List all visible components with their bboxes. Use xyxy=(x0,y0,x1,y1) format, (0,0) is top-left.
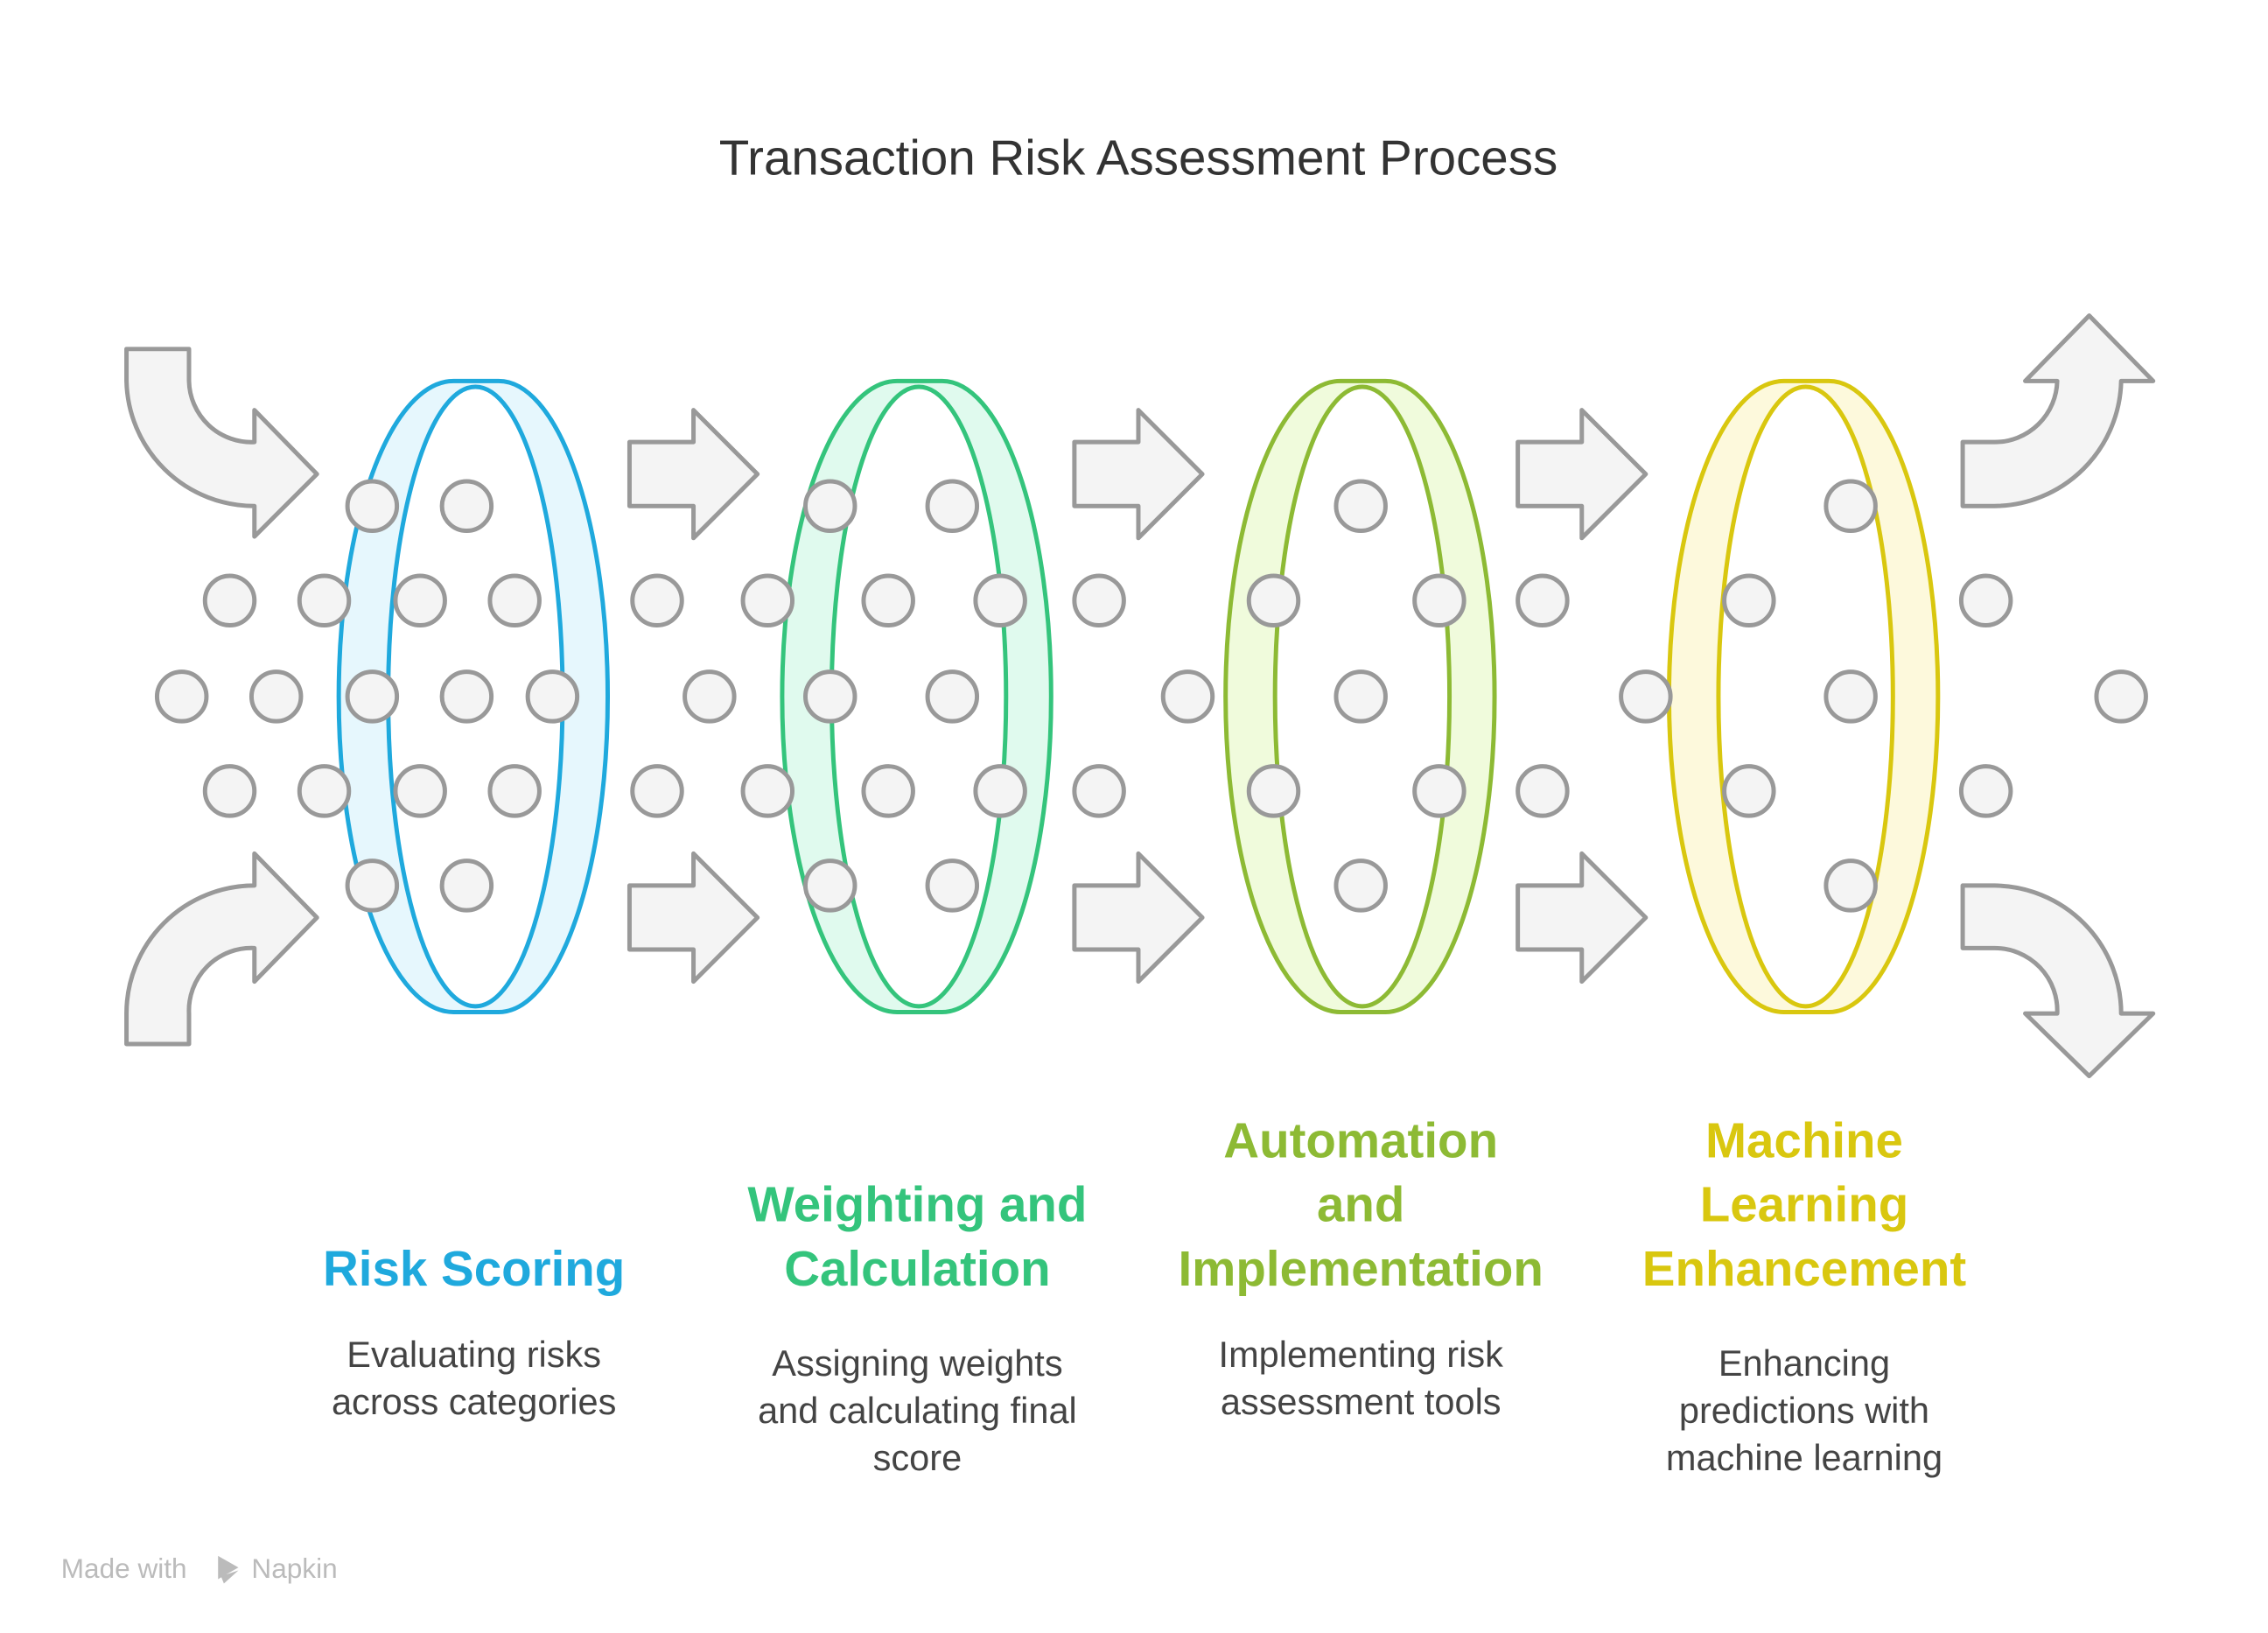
stage-description: across categories xyxy=(332,1381,616,1422)
straight-arrow xyxy=(626,408,760,541)
data-point-dot xyxy=(1072,573,1126,628)
data-point-dot xyxy=(1722,573,1776,628)
data-point-dot xyxy=(2094,669,2148,724)
stage-description: Assigning weights xyxy=(772,1342,1062,1384)
data-point-dot xyxy=(1246,764,1301,818)
straight-arrow xyxy=(1072,851,1205,985)
straight-arrow xyxy=(1516,851,1648,985)
data-point-dot xyxy=(393,573,447,628)
data-point-dot xyxy=(154,669,209,724)
data-point-dot xyxy=(1516,573,1570,628)
data-point-dot xyxy=(1722,764,1776,818)
data-point-dot xyxy=(1334,479,1388,534)
stage-heading: Learning xyxy=(1700,1177,1909,1232)
data-point-dot xyxy=(487,573,542,628)
data-point-dot xyxy=(1334,859,1388,913)
data-point-dot xyxy=(630,573,684,628)
data-point-dot xyxy=(1412,764,1466,818)
data-point-dot xyxy=(861,764,915,818)
straight-arrow xyxy=(1516,408,1648,541)
data-point-dot xyxy=(973,764,1027,818)
data-point-dot xyxy=(1516,764,1570,818)
stage-description: score xyxy=(873,1437,962,1478)
stage-heading: Calculation xyxy=(784,1241,1050,1296)
data-point-dot xyxy=(345,859,400,913)
data-point-dot xyxy=(345,669,400,724)
stage-heading: Weighting and xyxy=(747,1177,1087,1232)
data-point-dot xyxy=(740,573,795,628)
stage-heading: Enhancement xyxy=(1642,1241,1967,1296)
stage-heading: Automation xyxy=(1223,1113,1498,1168)
data-point-dot xyxy=(439,479,494,534)
napkin-logo-icon xyxy=(218,1555,239,1584)
stage-heading: and xyxy=(1317,1177,1404,1232)
curved-exit-arrow-bottom xyxy=(1960,883,2156,1079)
data-point-dot xyxy=(439,859,494,913)
data-point-dot xyxy=(803,479,858,534)
data-point-dot xyxy=(1619,669,1673,724)
data-point-dot xyxy=(803,669,858,724)
stage-description: predictions with xyxy=(1679,1390,1929,1431)
stage-description: machine learning xyxy=(1666,1437,1942,1478)
stage-description: Evaluating risks xyxy=(346,1334,601,1375)
data-point-dot xyxy=(297,573,352,628)
stage-description: Enhancing xyxy=(1718,1342,1890,1384)
data-point-dot xyxy=(202,573,257,628)
stage-ring xyxy=(1666,378,1941,1014)
data-point-dot xyxy=(393,764,447,818)
data-point-dot xyxy=(1824,669,1878,724)
data-point-dot xyxy=(1824,859,1878,913)
data-point-dot xyxy=(630,764,684,818)
stage-heading: Risk Scoring xyxy=(323,1241,625,1296)
data-point-dot xyxy=(925,859,980,913)
data-point-dot xyxy=(740,764,795,818)
stage-heading: Implementation xyxy=(1178,1241,1543,1296)
stage-description: and calculating final xyxy=(758,1390,1077,1431)
data-point-dot xyxy=(1958,764,2013,818)
data-point-dot xyxy=(297,764,352,818)
stage-label: Automation andImplementationImplementing … xyxy=(1178,1113,1543,1422)
napkin-watermark: Made with Napkin xyxy=(61,1552,338,1584)
data-point-dot xyxy=(1072,764,1126,818)
data-point-dot xyxy=(1824,479,1878,534)
data-point-dot xyxy=(202,764,257,818)
data-point-dot xyxy=(973,573,1027,628)
data-point-dot xyxy=(1246,573,1301,628)
data-point-dot xyxy=(525,669,580,724)
stage-ring xyxy=(780,378,1054,1014)
straight-arrow xyxy=(626,851,760,985)
data-point-dot xyxy=(1958,573,2013,628)
stage-description: assessment tools xyxy=(1221,1381,1502,1422)
stage-description: Implementing risk xyxy=(1219,1334,1504,1375)
data-point-dot xyxy=(1160,669,1215,724)
diagram-title: Transaction Risk Assessment Process xyxy=(719,130,1558,185)
data-point-dot xyxy=(803,859,858,913)
data-point-dot xyxy=(925,479,980,534)
straight-arrow xyxy=(1072,408,1205,541)
data-point-dot xyxy=(248,669,304,724)
data-point-dot xyxy=(439,669,494,724)
data-point-dot xyxy=(861,573,915,628)
data-point-dot xyxy=(487,764,542,818)
curved-entry-arrow-top xyxy=(124,347,319,539)
data-point-dot xyxy=(1412,573,1466,628)
curved-exit-arrow-top xyxy=(1960,313,2156,508)
data-point-dot xyxy=(1334,669,1388,724)
footer-prefix: Made with xyxy=(61,1552,187,1584)
curved-entry-arrow-bottom xyxy=(124,851,319,1047)
data-point-dot xyxy=(345,479,400,534)
footer-brand: Napkin xyxy=(251,1552,337,1584)
data-point-dot xyxy=(682,669,737,724)
stage-heading: Machine xyxy=(1705,1113,1903,1168)
data-point-dot xyxy=(925,669,980,724)
